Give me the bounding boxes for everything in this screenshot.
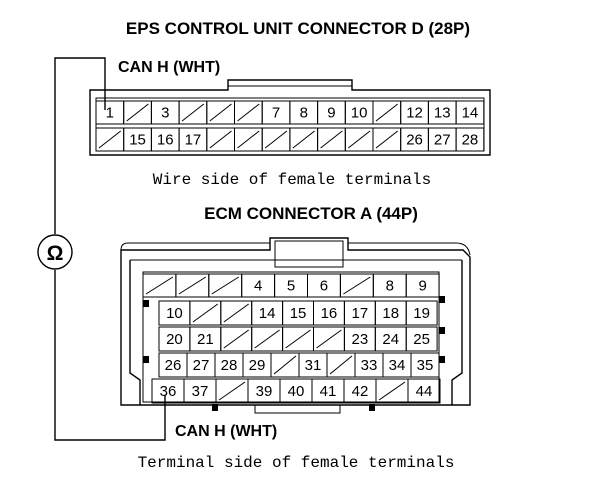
connector-d-pin-3: 3 bbox=[161, 105, 169, 122]
connector-d-pin-27: 27 bbox=[434, 132, 451, 149]
connector-a-pin-44: 44 bbox=[416, 383, 433, 400]
connector-d-wire-label: CAN H (WHT) bbox=[118, 59, 220, 76]
connector-d-title: EPS CONTROL UNIT CONNECTOR D (28P) bbox=[126, 19, 470, 38]
connector-d-empty-slash bbox=[237, 103, 260, 122]
connector-a-empty-slash bbox=[254, 329, 280, 349]
connector-d-caption: Wire side of female terminals bbox=[153, 171, 431, 189]
ohmmeter: Ω bbox=[37, 234, 73, 270]
connector-a-empty-slash bbox=[329, 355, 353, 375]
connector-a-empty-slash bbox=[211, 276, 239, 295]
connector-d-pin-26: 26 bbox=[406, 132, 423, 149]
connector-a-pin-8: 8 bbox=[386, 278, 394, 295]
connector-a-title: ECM CONNECTOR A (44P) bbox=[204, 204, 418, 223]
connector-a-empty-slash bbox=[192, 303, 219, 323]
test-lead-wires bbox=[54, 57, 166, 441]
connector-d-pin-16: 16 bbox=[157, 132, 174, 149]
connector-a-pin-6: 6 bbox=[320, 278, 328, 295]
connector-a-empty-slash bbox=[218, 381, 246, 401]
connector-a-pin-20: 20 bbox=[166, 331, 183, 348]
connector-a-pin-40: 40 bbox=[288, 383, 305, 400]
connector-a-cell bbox=[405, 326, 438, 352]
connector-a-caption: Terminal side of female terminals bbox=[138, 454, 455, 472]
connector-a-empty-slash bbox=[145, 276, 174, 295]
connector-d-row-2: 15 16 17 26 27 28 bbox=[95, 127, 485, 152]
connector-d-empty-slash bbox=[292, 130, 315, 149]
connector-a-row-5: 36 37 39 40 41 42 44 bbox=[151, 378, 441, 404]
connector-a-cell bbox=[407, 378, 441, 404]
connector-d-pin-13: 13 bbox=[434, 105, 451, 122]
ohm-icon: Ω bbox=[47, 242, 64, 265]
connector-d-empty-slash bbox=[209, 103, 232, 122]
connector-a-pin-19: 19 bbox=[413, 305, 430, 322]
connector-a-pin-35: 35 bbox=[417, 357, 434, 374]
connector-d-empty-slash bbox=[375, 103, 399, 122]
connector-d-cell bbox=[455, 100, 485, 125]
connector-a-pin-37: 37 bbox=[192, 383, 209, 400]
connector-d-empty-slash bbox=[264, 130, 288, 149]
connector-a-row-1: 4 5 6 8 9 bbox=[142, 273, 440, 298]
connector-d-empty-slash bbox=[375, 130, 399, 149]
connector-a-pin-29: 29 bbox=[249, 357, 266, 374]
connector-d-pin-9: 9 bbox=[327, 105, 335, 122]
connector-a-pin-27: 27 bbox=[193, 357, 210, 374]
connector-a-pin-39: 39 bbox=[256, 383, 273, 400]
connector-a-empty-slash bbox=[316, 329, 342, 349]
connector-a-pin-28: 28 bbox=[221, 357, 238, 374]
connector-a-pin-23: 23 bbox=[352, 331, 369, 348]
connector-a-cell bbox=[405, 273, 440, 298]
connector-d-pin-7: 7 bbox=[272, 105, 280, 122]
connector-d-cell bbox=[455, 127, 485, 152]
connector-d-empty-slash bbox=[209, 130, 232, 149]
connector-d-pin-8: 8 bbox=[300, 105, 308, 122]
connector-a-wire-label: CAN H (WHT) bbox=[175, 423, 277, 440]
connector-a-pin-16: 16 bbox=[321, 305, 338, 322]
connector-d-pin-10: 10 bbox=[351, 105, 368, 122]
connector-d-empty-slash bbox=[98, 130, 122, 149]
connector-d-pin-14: 14 bbox=[462, 105, 479, 122]
connector-a-pin-34: 34 bbox=[389, 357, 406, 374]
connector-a-pin-15: 15 bbox=[290, 305, 307, 322]
connector-d-empty-slash bbox=[181, 103, 205, 122]
connector-a-pin-10: 10 bbox=[166, 305, 183, 322]
connector-d-pin-15: 15 bbox=[129, 132, 146, 149]
connector-a-pin-24: 24 bbox=[382, 331, 399, 348]
connector-a-pin-33: 33 bbox=[361, 357, 378, 374]
connector-a-pin-36: 36 bbox=[160, 383, 177, 400]
connector-a-cell bbox=[405, 300, 438, 326]
connector-d-pin-28: 28 bbox=[462, 132, 479, 149]
connector-d-empty-slash bbox=[237, 130, 260, 149]
connector-a-empty-slash bbox=[178, 276, 207, 295]
connector-a-empty-slash bbox=[378, 381, 406, 401]
connector-a-body bbox=[120, 237, 471, 414]
connector-a-empty-slash bbox=[285, 329, 311, 349]
connector-d-empty-slash bbox=[320, 130, 343, 149]
connector-a-empty-slash bbox=[273, 355, 297, 375]
connector-a-pin-14: 14 bbox=[259, 305, 276, 322]
connector-a-pin-4: 4 bbox=[254, 278, 262, 295]
connector-a-pin-31: 31 bbox=[305, 357, 322, 374]
connector-a-pin-5: 5 bbox=[287, 278, 295, 295]
connector-d-pin-12: 12 bbox=[406, 105, 423, 122]
connector-a-pin-42: 42 bbox=[352, 383, 369, 400]
connector-a-empty-slash bbox=[343, 276, 371, 295]
connector-a-pin-25: 25 bbox=[413, 331, 430, 348]
connector-d-pin-1: 1 bbox=[106, 105, 114, 122]
connector-a-row-4: 26 27 28 29 31 33 34 35 bbox=[158, 352, 440, 378]
connector-a-row-3: 20 21 23 24 25 bbox=[158, 326, 438, 352]
connector-a-pin-41: 41 bbox=[320, 383, 337, 400]
connector-a-pin-21: 21 bbox=[197, 331, 214, 348]
connector-a-pin-18: 18 bbox=[382, 305, 399, 322]
connector-a-pin-26: 26 bbox=[165, 357, 182, 374]
connector-a-row-2: 10 14 15 16 17 18 19 bbox=[158, 300, 438, 326]
connector-d-pin-17: 17 bbox=[185, 132, 202, 149]
connector-d-empty-slash bbox=[347, 130, 371, 149]
connector-a-pin-9: 9 bbox=[418, 278, 426, 295]
connector-d-empty-slash bbox=[126, 103, 149, 122]
connector-a-cell bbox=[410, 352, 440, 378]
connector-a-empty-slash bbox=[223, 329, 249, 349]
connector-a-pin-17: 17 bbox=[352, 305, 369, 322]
connector-a-empty-slash bbox=[223, 303, 249, 323]
